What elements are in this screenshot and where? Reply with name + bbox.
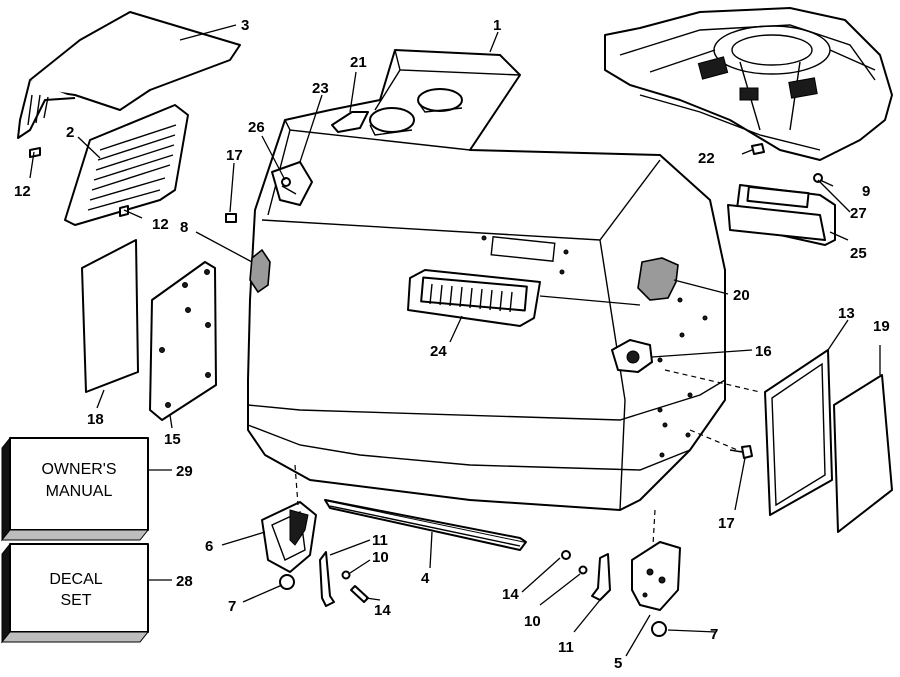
part-18-pad <box>81 239 139 393</box>
part-24-vent <box>407 269 541 327</box>
callout-16: 16 <box>755 343 772 360</box>
part-26-plate <box>271 161 313 206</box>
callout-2: 2 <box>66 124 74 141</box>
callout-21: 21 <box>350 54 367 71</box>
callout-7-right: 7 <box>710 626 718 643</box>
decal-set-line1: DECAL <box>49 571 102 588</box>
callout-24: 24 <box>430 343 447 360</box>
decal-set-box: DECAL SET <box>0 542 150 644</box>
part-15-plate <box>149 261 217 421</box>
callout-23: 23 <box>312 80 329 97</box>
callout-1: 1 <box>493 17 501 34</box>
part-19-pad <box>833 374 893 533</box>
callout-15: 15 <box>164 431 181 448</box>
part-21-top-latch <box>331 111 369 133</box>
callout-3: 3 <box>241 17 249 34</box>
owners-manual-line2: MANUAL <box>46 483 113 500</box>
leader-lines <box>29 24 881 657</box>
part-16-fastener <box>611 339 653 373</box>
callout-12-right: 12 <box>152 216 169 233</box>
part-25-vent <box>727 184 836 246</box>
callout-20: 20 <box>733 287 750 304</box>
callout-4: 4 <box>421 570 430 587</box>
callout-7-left: 7 <box>228 598 236 615</box>
callouts: 1 3 2 12 12 21 23 26 17 8 22 9 27 25 20 … <box>14 17 890 672</box>
callout-10-left: 10 <box>372 549 389 566</box>
callout-19: 19 <box>873 318 890 335</box>
callout-12-left: 12 <box>14 183 31 200</box>
callout-6: 6 <box>205 538 213 555</box>
assembly-lines <box>294 369 761 546</box>
part-2-grille <box>64 104 189 226</box>
callout-27: 27 <box>850 205 867 222</box>
part-13-frame <box>764 349 833 516</box>
callout-8: 8 <box>180 219 188 236</box>
callout-14-left: 14 <box>374 602 391 619</box>
callout-29: 29 <box>176 463 193 480</box>
callout-11-left: 11 <box>372 532 388 549</box>
part-11-bracket-left <box>319 551 335 607</box>
callout-25: 25 <box>850 245 867 262</box>
callout-17-top: 17 <box>226 147 243 164</box>
part-8-knob <box>249 248 271 294</box>
callout-9: 9 <box>862 183 870 200</box>
part-5-bracket <box>631 541 681 637</box>
callout-18: 18 <box>87 411 104 428</box>
small-hardware <box>29 143 823 603</box>
callout-11-right: 11 <box>558 639 574 656</box>
part-9-lower-cover <box>604 7 893 161</box>
owners-manual-line1: OWNER'S <box>41 461 116 478</box>
part-20-knob <box>637 257 679 301</box>
callout-14-right: 14 <box>502 586 519 603</box>
callout-22: 22 <box>698 150 715 167</box>
part-4-strip <box>324 499 527 551</box>
callout-28: 28 <box>176 573 193 590</box>
callout-10-right: 10 <box>524 613 541 630</box>
part-6-bracket <box>261 501 317 590</box>
owners-manual-box: OWNER'S MANUAL <box>0 436 150 542</box>
callout-17-right: 17 <box>718 515 735 532</box>
part-3-top-cap <box>17 11 241 139</box>
part-11-bracket-right <box>591 553 611 601</box>
callout-5: 5 <box>614 655 622 672</box>
callout-26: 26 <box>248 119 265 136</box>
callout-13: 13 <box>838 305 855 322</box>
decal-set-line2: SET <box>60 592 91 609</box>
